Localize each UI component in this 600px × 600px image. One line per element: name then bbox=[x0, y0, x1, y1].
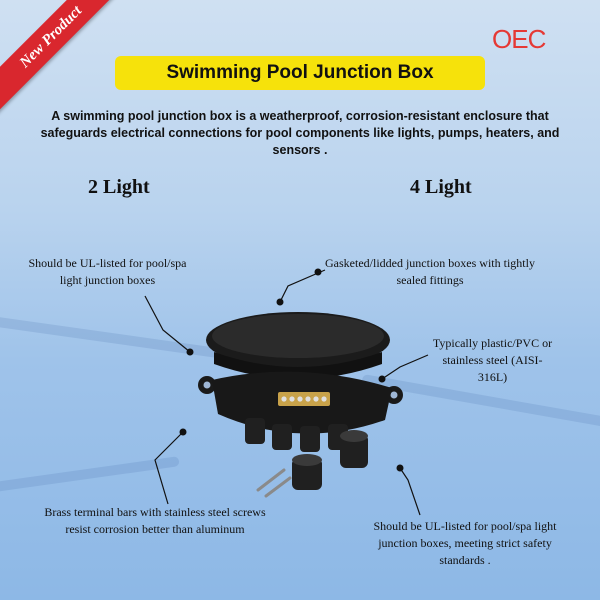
leader-dots bbox=[179, 268, 404, 472]
leader-dot bbox=[396, 464, 404, 472]
leader-line bbox=[399, 467, 421, 516]
callout-ul-listed: Should be UL-listed for pool/spa light j… bbox=[28, 256, 187, 287]
leader-dot bbox=[179, 428, 187, 436]
leader-line bbox=[144, 295, 191, 353]
leader-lines bbox=[144, 269, 429, 516]
leader-dot bbox=[314, 268, 322, 276]
product-description: A swimming pool junction box is a weathe… bbox=[40, 109, 560, 157]
leader-line bbox=[279, 269, 326, 303]
page-title: Swimming Pool Junction Box bbox=[115, 56, 485, 90]
junction-box-icon bbox=[198, 312, 403, 498]
variant-4-light-heading: 4 Light bbox=[410, 176, 472, 198]
brand-logo: OEC bbox=[492, 24, 546, 54]
callout-material: Typically plastic/PVC or stainless steel… bbox=[432, 336, 553, 384]
leader-line bbox=[154, 431, 184, 505]
callout-safety: Should be UL-listed for pool/spa light j… bbox=[373, 519, 557, 567]
leader-dot bbox=[378, 375, 386, 383]
leader-line bbox=[381, 354, 429, 380]
leader-dot bbox=[276, 298, 284, 306]
callout-brass-terminals: Brass terminal bars with stainless steel… bbox=[44, 505, 266, 536]
callout-gasketed: Gasketed/lidded junction boxes with tigh… bbox=[325, 256, 535, 287]
leader-dot bbox=[186, 348, 194, 356]
variant-2-light-heading: 2 Light bbox=[88, 176, 150, 198]
